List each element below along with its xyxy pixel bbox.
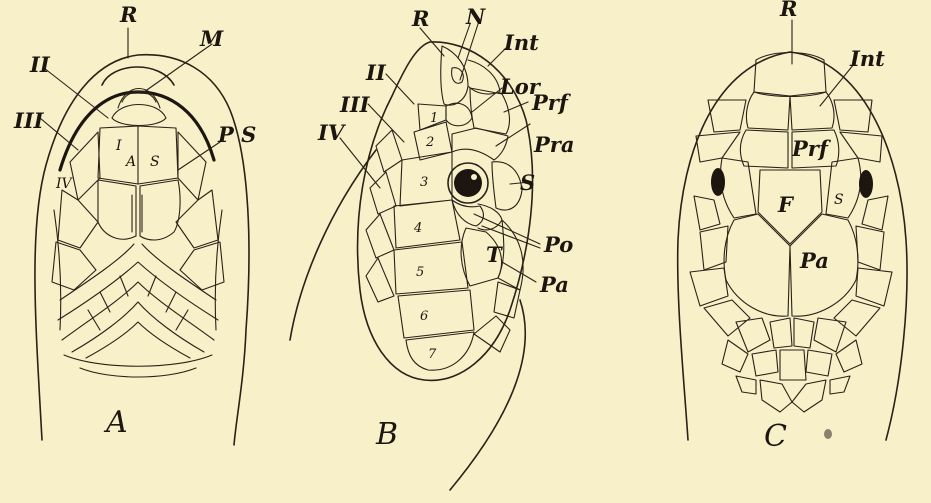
panel-b-nasal-scales: [441, 46, 468, 105]
panel-c-caption: C: [764, 419, 787, 454]
panel-b-eye: [454, 169, 482, 197]
panel-b-label-pa: Pa: [539, 272, 569, 297]
panel-a-gular-scales: [58, 244, 218, 358]
panel-b-supralabial-3: 3: [420, 175, 428, 190]
panel-a: R M II III IV I A S P S A: [13, 2, 256, 445]
panel-a-label-iii: III: [13, 108, 45, 133]
panel-a-rostral-scale: [102, 67, 174, 85]
panel-c-eye-left: [711, 168, 725, 196]
panel-c-label-pa: Pa: [799, 248, 829, 273]
panel-c-label-int: Int: [849, 46, 885, 71]
panel-a-label-s: S: [150, 154, 160, 170]
panel-c-label-prf: Prf: [791, 136, 832, 161]
panel-a-posterior-chin-shields: [98, 180, 180, 240]
panel-a-label-iv: IV: [55, 176, 74, 192]
panel-a-label-m: M: [199, 26, 224, 51]
panel-a-label-a: A: [124, 154, 136, 170]
panel-c-internasals: [746, 92, 834, 130]
panel-c-dorsal-scales: [690, 226, 892, 412]
panel-b-supralabial-5: 5: [416, 265, 424, 280]
panel-c-head-outline: [678, 52, 907, 440]
panel-b-supralabial-4: 4: [413, 221, 422, 236]
panel-c: R Int Prf F S Pa C: [678, 0, 907, 454]
panel-a-label-i: I: [115, 138, 122, 154]
panel-b-neck-line-right: [450, 300, 525, 490]
panel-b-label-pra: Pra: [533, 132, 574, 157]
panel-b-label-int: Int: [503, 30, 539, 55]
panel-b-label-ii: II: [365, 60, 387, 85]
panel-b-label-n: N: [465, 4, 486, 29]
panel-b-caption: B: [375, 417, 398, 452]
panel-b-label-t: T: [486, 242, 503, 267]
panel-b-label-iv: IV: [317, 120, 347, 145]
panel-a-label-ps: P S: [217, 122, 256, 147]
panel-a-mental-scale: [112, 105, 166, 126]
panel-a-label-r: R: [119, 2, 137, 27]
panel-b-label-po: Po: [543, 232, 573, 257]
panel-b-supralabial-2: 2: [425, 135, 434, 150]
panel-b-label-prf: Prf: [531, 90, 572, 115]
panel-b-loreal: [446, 103, 472, 125]
panel-a-infralabials-left: [52, 132, 100, 290]
panel-a-anterior-chin-shields: [98, 126, 178, 184]
panel-b-supraocular: [492, 162, 522, 210]
panel-b-supralabial-6: 6: [420, 309, 428, 324]
panel-b: R N Int Lor II III IV Prf Pra S Po T Pa …: [290, 4, 574, 490]
panel-b-supralabial-1: 1: [430, 111, 438, 126]
panel-c-eye-right: [859, 170, 873, 198]
panel-c-label-f: F: [777, 192, 795, 217]
panel-b-supralabial-7: 7: [428, 347, 437, 362]
panel-c-label-s: S: [834, 192, 844, 208]
panel-c-label-r: R: [779, 0, 797, 21]
panel-c-parietals: [724, 214, 858, 316]
panel-b-label-r: R: [411, 6, 429, 31]
paper-speck: [824, 429, 832, 439]
panel-b-label-iii: III: [339, 92, 371, 117]
panel-a-mouth-slit: [60, 92, 214, 170]
panel-a-caption: A: [103, 405, 128, 440]
panel-a-label-ii: II: [29, 52, 51, 77]
panel-b-label-s: S: [520, 170, 535, 195]
